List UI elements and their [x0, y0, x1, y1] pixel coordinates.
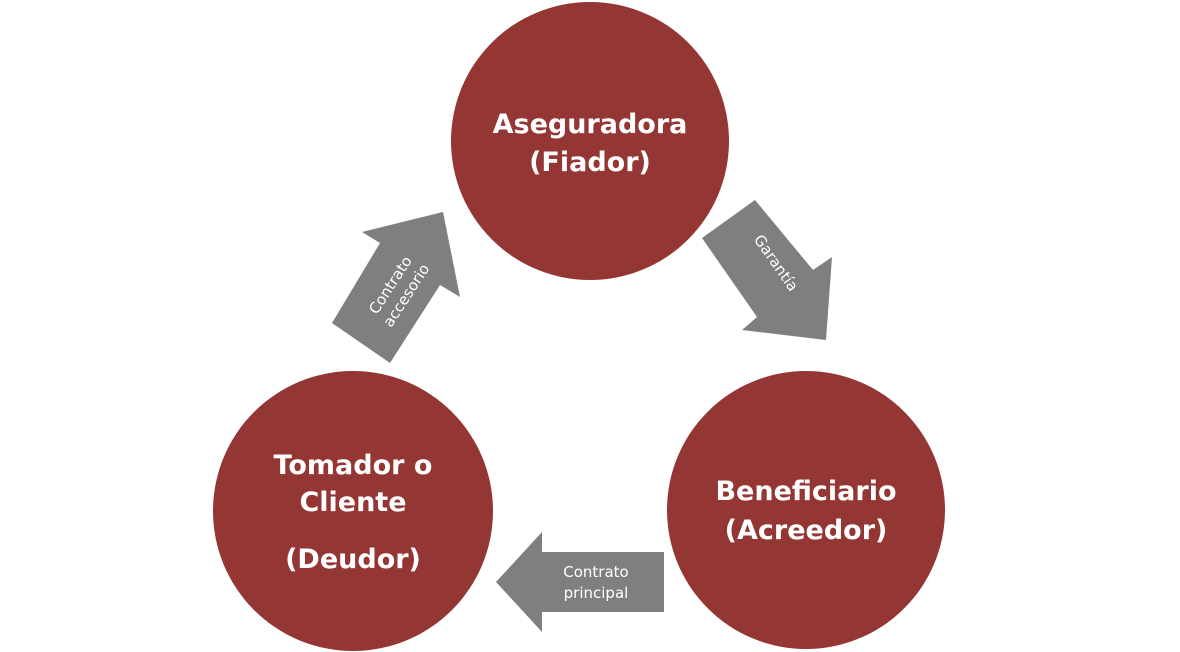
arrow-up-right-icon [332, 212, 460, 363]
node-tomador: Tomador o Cliente (Deudor) [213, 371, 493, 651]
node-aseguradora-line2: (Fiador) [529, 147, 651, 178]
circle-beneficiario [667, 371, 945, 649]
arrow-principal-line2: principal [564, 584, 629, 602]
node-beneficiario: Beneficiario (Acreedor) [667, 371, 945, 649]
node-beneficiario-line1: Beneficiario [715, 476, 896, 507]
arrow-contrato-principal: Contrato principal [496, 532, 664, 632]
node-beneficiario-line2: (Acreedor) [725, 515, 888, 546]
circle-tomador [213, 371, 493, 651]
arrow-garantia: Garantía [702, 200, 832, 340]
arrow-contrato-accesorio: Contrato accesorio [332, 212, 460, 363]
circle-aseguradora [451, 2, 729, 280]
node-tomador-line1: Tomador o [274, 450, 433, 481]
node-tomador-line3: (Deudor) [285, 544, 421, 575]
arrow-principal-line1: Contrato [563, 563, 628, 581]
arrow-left-icon [496, 532, 664, 632]
node-aseguradora: Aseguradora (Fiador) [451, 2, 729, 280]
node-aseguradora-line1: Aseguradora [493, 109, 688, 140]
node-tomador-line2: Cliente [299, 487, 406, 518]
arrow-down-right-icon [702, 200, 832, 340]
